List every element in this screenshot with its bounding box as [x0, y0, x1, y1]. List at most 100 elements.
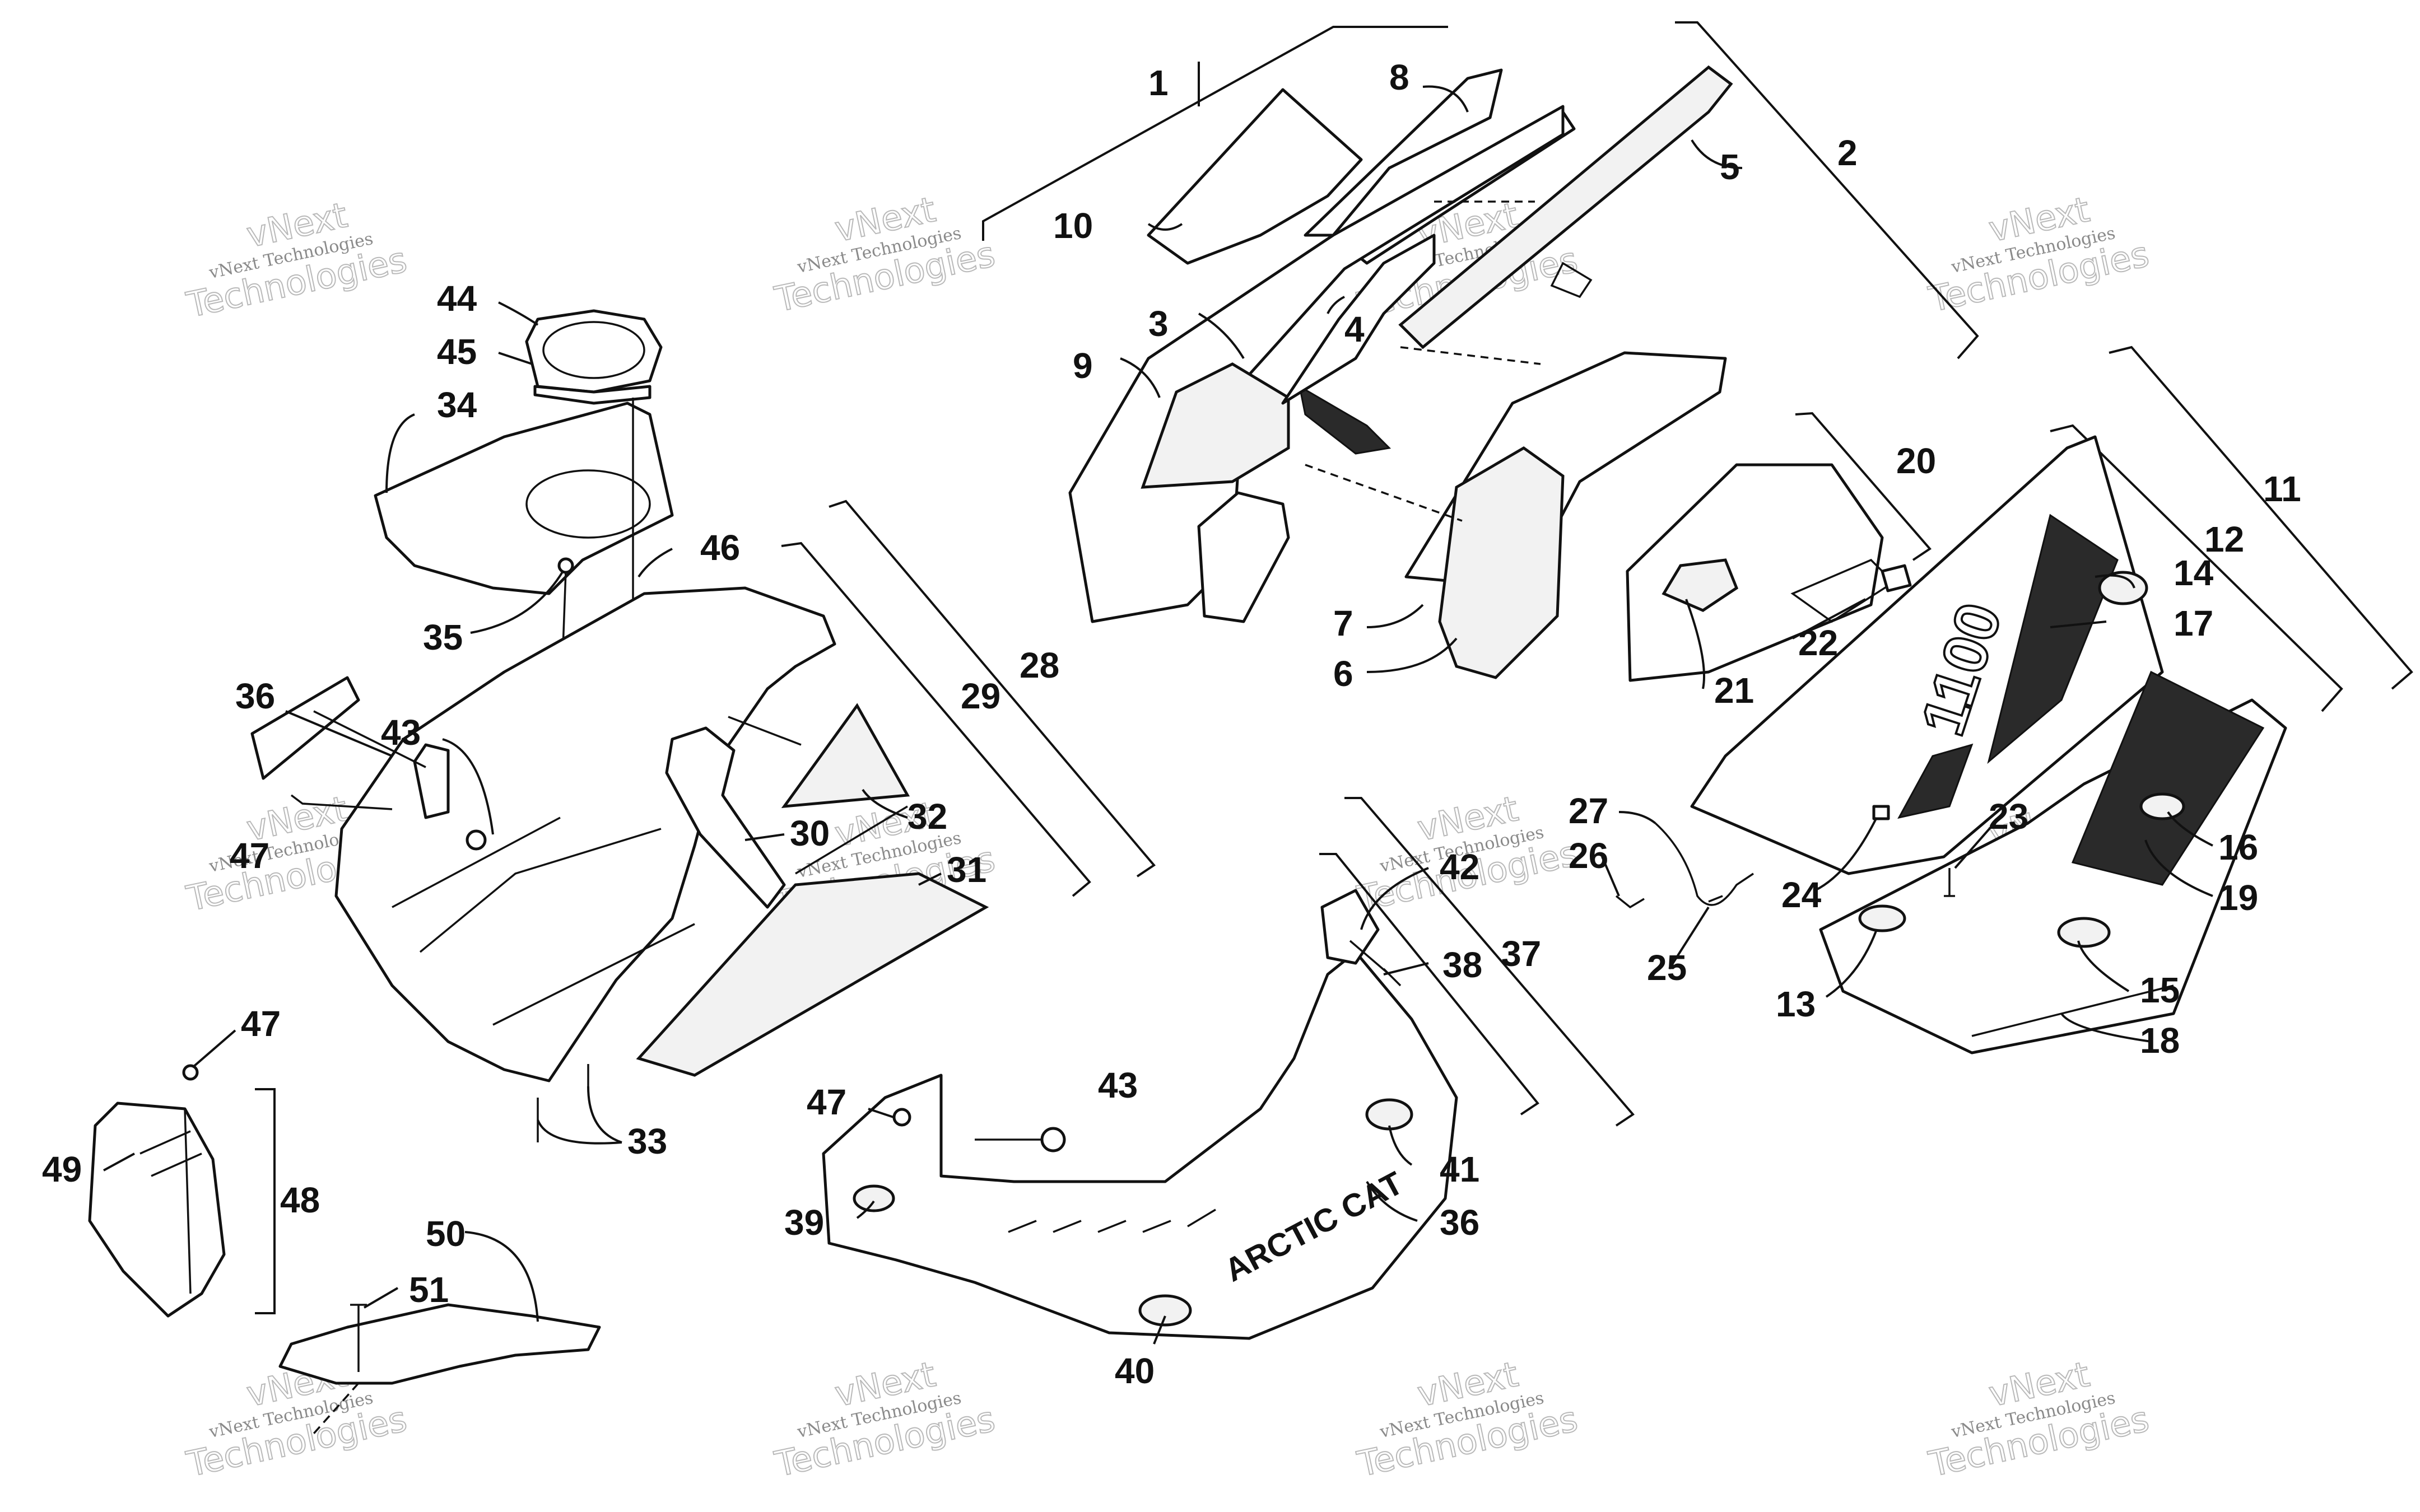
- leader-8: [1422, 85, 1469, 113]
- callout-17: 17: [2174, 603, 2213, 643]
- leader-31: [918, 872, 942, 886]
- compartment-lid-20: [1626, 463, 1884, 682]
- leader-47-mid: [868, 1108, 894, 1118]
- pad-41: [1365, 1098, 1413, 1131]
- leader-38: [1383, 962, 1429, 976]
- callout-50: 50: [426, 1214, 466, 1254]
- leader-7: [1366, 604, 1424, 628]
- bracket-48: [255, 1088, 276, 1314]
- hood-dark-vent: [1298, 385, 1392, 455]
- callout-5: 5: [1720, 147, 1740, 187]
- callout-2: 2: [1837, 133, 1858, 173]
- leader-25: [1668, 906, 1710, 970]
- bracket-1: [982, 26, 1448, 241]
- skid-upper-38: [1320, 889, 1380, 965]
- foam-strip-5: [1398, 65, 1733, 349]
- skid-ridges: [1008, 1208, 1216, 1233]
- fastener-4: [1550, 262, 1593, 298]
- leader-42: [1360, 867, 1429, 930]
- side-vent-assembly: [88, 1064, 601, 1435]
- clip-26: [1615, 895, 1645, 909]
- leader-36-right: [1366, 1180, 1418, 1222]
- bracket-2: [1675, 21, 1979, 360]
- callout-11: 11: [2263, 469, 2301, 509]
- washer-43: [466, 829, 487, 851]
- callout-4: 4: [1344, 309, 1365, 349]
- callout-6: 6: [1333, 654, 1353, 694]
- callout-39: 39: [784, 1202, 824, 1243]
- callout-18: 18: [2140, 1020, 2180, 1061]
- grommet-35: [557, 557, 574, 574]
- leader-51: [363, 1287, 399, 1309]
- washer-43-right: [1040, 1127, 1066, 1152]
- bracket-28: [829, 500, 1156, 878]
- gauge-ring-44-inner: [542, 321, 645, 379]
- callout-29: 29: [961, 676, 1000, 716]
- callout-47-bottom: 47: [241, 1004, 281, 1044]
- leader-45: [498, 352, 533, 365]
- hood-vent-cover: [1281, 234, 1436, 405]
- callout-49: 49: [42, 1149, 82, 1189]
- drop-line-51: [313, 1382, 360, 1435]
- leader-50: [464, 1231, 539, 1322]
- strip-36: [250, 676, 360, 780]
- bracket-29: [781, 542, 1091, 897]
- lower-stripe-19: [2071, 670, 2265, 886]
- foam-pad-32: [781, 703, 910, 808]
- leader-44: [498, 301, 539, 326]
- side-vent-49: [88, 1102, 226, 1318]
- windshield-decal-10: [1147, 88, 1363, 265]
- leader-43-left: [442, 738, 494, 835]
- callout-26: 26: [1569, 836, 1608, 876]
- clip-24: [1872, 805, 1890, 820]
- nose-panel-assembly: 1100: [1615, 435, 2287, 1054]
- callout-37: 37: [1501, 934, 1541, 974]
- callout-30: 30: [790, 813, 830, 853]
- pad-15: [2057, 917, 2111, 948]
- lower-stripe-outline: [1971, 984, 2174, 1037]
- leader-21: [1685, 599, 1705, 689]
- leader-14: [2095, 574, 2135, 589]
- pad-16: [2139, 792, 2185, 820]
- callout-13: 13: [1776, 984, 1816, 1024]
- leader-23: [1954, 822, 1995, 869]
- callout-labels: 1 2 3 4 5 6 7 8 9 10 11 12 13 14 15 16 1…: [42, 57, 2301, 1391]
- leader-18: [2060, 1012, 2152, 1043]
- leader-5: [1691, 139, 1743, 169]
- pad-14: [2098, 571, 2148, 605]
- callout-43-right: 43: [1098, 1065, 1138, 1105]
- leader-39: [856, 1200, 875, 1219]
- screw-23: [1944, 868, 1955, 897]
- callout-40: 40: [1115, 1351, 1155, 1391]
- callout-7: 7: [1333, 603, 1353, 643]
- callout-22: 22: [1798, 623, 1838, 663]
- callout-27: 27: [1569, 791, 1608, 831]
- leader-49: [103, 1152, 135, 1172]
- leader-13: [1825, 929, 1878, 998]
- nose-stripe-a: [1987, 514, 2119, 764]
- leader-24: [1814, 817, 1878, 892]
- callout-43-left: 43: [381, 712, 421, 753]
- callout-44: 44: [437, 278, 477, 319]
- gasket-45: [533, 385, 651, 405]
- callout-23: 23: [1989, 796, 2028, 837]
- cable-27: [1654, 822, 1754, 906]
- leader-16: [2167, 811, 2213, 847]
- bracket-43: [413, 743, 450, 819]
- pad-39: [853, 1184, 895, 1212]
- callout-51: 51: [409, 1270, 449, 1310]
- bracket-12: [2050, 424, 2343, 712]
- pad-13: [1858, 904, 1906, 932]
- callout-14: 14: [2174, 553, 2214, 593]
- leader-33a: [587, 1086, 622, 1144]
- bracket-plate-34: [374, 402, 674, 595]
- callout-42: 42: [1440, 847, 1479, 887]
- callout-19: 19: [2218, 878, 2258, 918]
- callout-15: 15: [2140, 970, 2180, 1010]
- leader-46: [637, 548, 673, 578]
- callout-8: 8: [1389, 57, 1409, 97]
- callout-33: 33: [627, 1121, 667, 1161]
- leader-26: [1601, 856, 1620, 897]
- callout-31: 31: [947, 850, 986, 890]
